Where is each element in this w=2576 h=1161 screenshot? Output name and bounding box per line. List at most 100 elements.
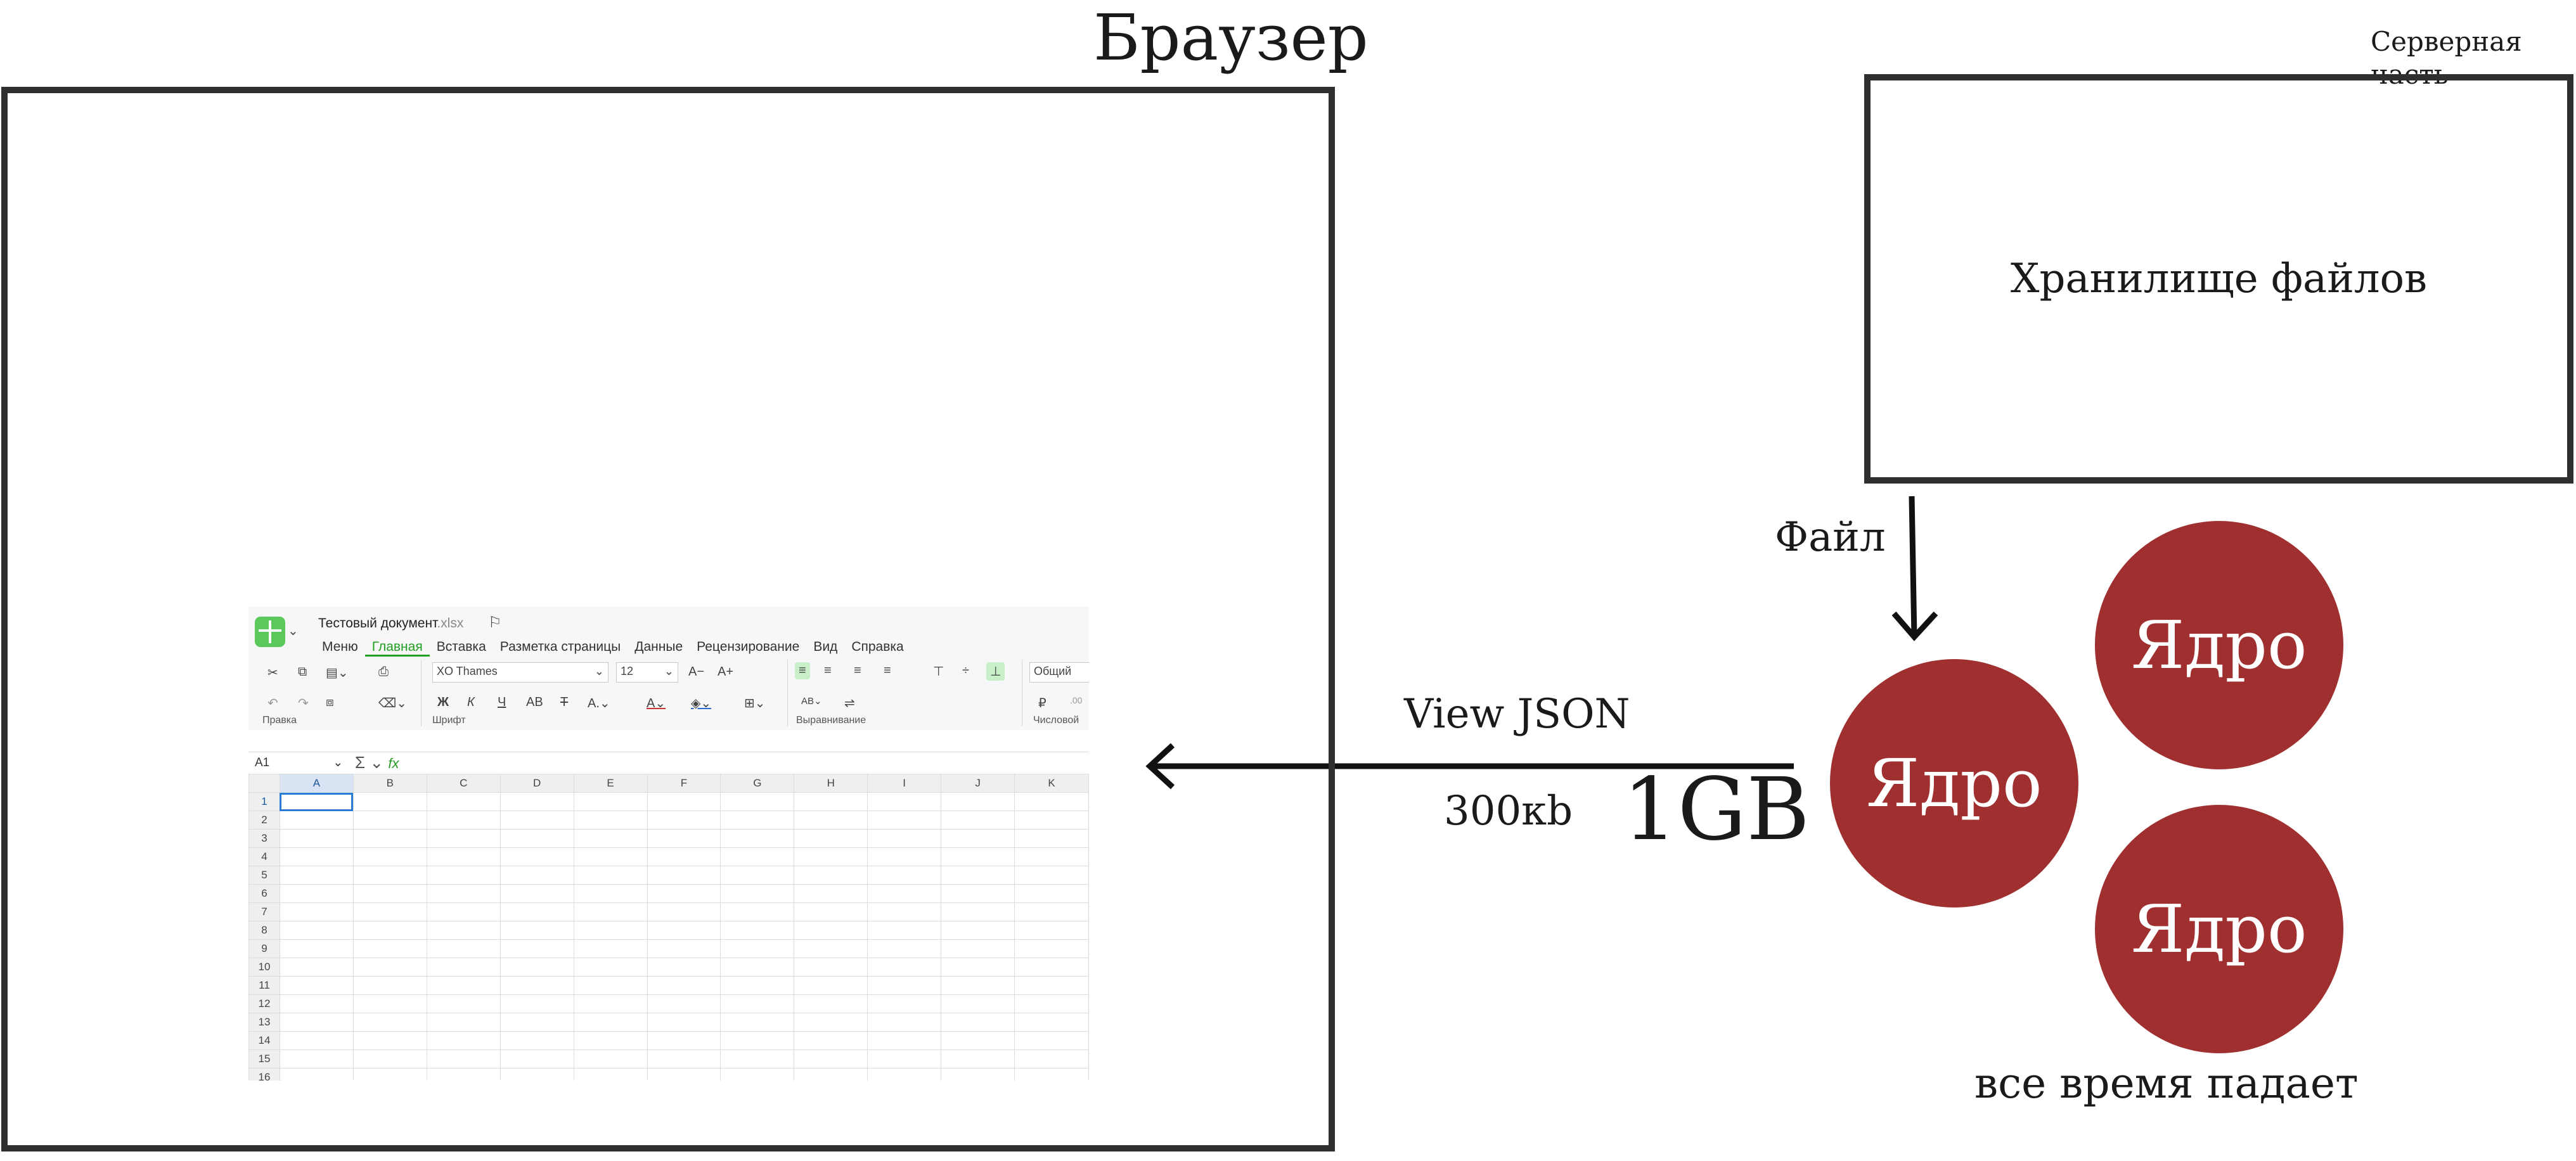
grid-cell[interactable] bbox=[720, 1068, 795, 1081]
decimal-icon[interactable]: .00 bbox=[1070, 695, 1083, 705]
menu-item-menu[interactable]: Меню bbox=[322, 639, 358, 654]
currency-icon[interactable]: ₽ bbox=[1038, 696, 1046, 710]
grid-cell[interactable] bbox=[647, 847, 721, 866]
grid-cell[interactable] bbox=[499, 994, 574, 1013]
font-size-select[interactable]: 12⌄ bbox=[616, 662, 678, 683]
grid-cell[interactable] bbox=[499, 829, 574, 848]
row-header[interactable]: 13 bbox=[248, 1013, 280, 1032]
grid-cell[interactable] bbox=[426, 1049, 501, 1068]
grid-cell[interactable] bbox=[279, 1049, 354, 1068]
grid-cell[interactable] bbox=[720, 884, 795, 903]
grid-cell[interactable] bbox=[867, 1049, 942, 1068]
grid-cell[interactable] bbox=[499, 866, 574, 885]
font-color-icon[interactable]: A⌄ bbox=[647, 696, 666, 710]
grid-cell[interactable] bbox=[1014, 976, 1089, 995]
grid-cell[interactable] bbox=[941, 792, 1015, 811]
grid-cell[interactable] bbox=[426, 902, 501, 921]
grid-cell[interactable] bbox=[941, 1013, 1015, 1032]
grid-cell[interactable] bbox=[720, 866, 795, 885]
grid-cell[interactable] bbox=[352, 811, 427, 830]
column-header[interactable]: K bbox=[1014, 774, 1089, 793]
grid-cell[interactable] bbox=[720, 976, 795, 995]
row-header[interactable]: 10 bbox=[248, 958, 280, 977]
grid-cell[interactable] bbox=[867, 958, 942, 977]
grid-cell[interactable] bbox=[941, 994, 1015, 1013]
align-justify-icon[interactable]: ≡ bbox=[884, 664, 891, 677]
grid-cell[interactable] bbox=[720, 939, 795, 958]
grid-cell[interactable] bbox=[647, 884, 721, 903]
grid-cell[interactable] bbox=[794, 976, 868, 995]
grid-cell[interactable] bbox=[720, 811, 795, 830]
grid-cell[interactable] bbox=[573, 902, 648, 921]
grid-cell[interactable] bbox=[426, 939, 501, 958]
grid-cell[interactable] bbox=[279, 847, 354, 866]
grid-cell[interactable] bbox=[279, 866, 354, 885]
grid-cell[interactable] bbox=[720, 1013, 795, 1032]
grid-cell[interactable] bbox=[352, 1049, 427, 1068]
grid-cell[interactable] bbox=[720, 994, 795, 1013]
grid-cell[interactable] bbox=[279, 1068, 354, 1081]
grid-cell[interactable] bbox=[573, 1049, 648, 1068]
grid-cell[interactable] bbox=[279, 884, 354, 903]
grid-cell[interactable] bbox=[867, 976, 942, 995]
grid-cell[interactable] bbox=[720, 902, 795, 921]
grid-cell[interactable] bbox=[352, 1013, 427, 1032]
grid-cell[interactable] bbox=[426, 1031, 501, 1050]
grid-cell[interactable] bbox=[352, 976, 427, 995]
grid-cell[interactable] bbox=[941, 829, 1015, 848]
grid-cell[interactable] bbox=[573, 884, 648, 903]
grid-cell[interactable] bbox=[279, 994, 354, 1013]
grid-cell[interactable] bbox=[352, 902, 427, 921]
grid-cell[interactable] bbox=[499, 811, 574, 830]
paste-icon[interactable]: ▤⌄ bbox=[326, 666, 349, 680]
grid-cell[interactable] bbox=[867, 1031, 942, 1050]
superscript-icon[interactable]: AB bbox=[526, 695, 543, 709]
grid-cell[interactable] bbox=[573, 994, 648, 1013]
text-effects-icon[interactable]: A.⌄ bbox=[588, 696, 610, 710]
grid-cell[interactable] bbox=[499, 847, 574, 866]
grid-cell[interactable] bbox=[720, 921, 795, 940]
align-left-icon[interactable]: ≡ bbox=[795, 662, 810, 679]
grid-cell[interactable] bbox=[720, 847, 795, 866]
grid-cell[interactable] bbox=[573, 1031, 648, 1050]
grid-cell[interactable] bbox=[794, 884, 868, 903]
grid-cell[interactable] bbox=[499, 884, 574, 903]
grid-cell[interactable] bbox=[573, 921, 648, 940]
grid-cell[interactable] bbox=[647, 811, 721, 830]
grid-cell[interactable] bbox=[426, 811, 501, 830]
grid-cell[interactable] bbox=[426, 829, 501, 848]
grid-cell[interactable] bbox=[794, 811, 868, 830]
grid-cell[interactable] bbox=[573, 1068, 648, 1081]
grid-cell[interactable] bbox=[647, 976, 721, 995]
scissors-icon[interactable]: ✂ bbox=[267, 666, 278, 680]
column-header[interactable]: I bbox=[867, 774, 942, 793]
grid-cell[interactable] bbox=[279, 829, 354, 848]
grid-cell[interactable] bbox=[426, 884, 501, 903]
grid-cell[interactable] bbox=[352, 958, 427, 977]
redo-icon[interactable]: ↷ bbox=[298, 696, 309, 710]
column-header[interactable]: F bbox=[647, 774, 721, 793]
grid-cell[interactable] bbox=[794, 1013, 868, 1032]
menu-item-insert[interactable]: Вставка bbox=[436, 639, 486, 654]
grid-cell[interactable] bbox=[499, 958, 574, 977]
grid-cell[interactable] bbox=[1014, 921, 1089, 940]
underline-icon[interactable]: Ч bbox=[498, 695, 506, 709]
column-header[interactable]: A bbox=[279, 774, 354, 793]
grid-cell[interactable] bbox=[647, 921, 721, 940]
grid-cell[interactable] bbox=[1014, 1031, 1089, 1050]
grid-cell[interactable] bbox=[794, 902, 868, 921]
grid-cell[interactable] bbox=[794, 847, 868, 866]
grid-cell[interactable] bbox=[867, 811, 942, 830]
grid-cell[interactable] bbox=[794, 829, 868, 848]
grid-cell[interactable] bbox=[279, 958, 354, 977]
grid-cell[interactable] bbox=[867, 1013, 942, 1032]
function-icon[interactable]: fx bbox=[388, 755, 399, 771]
grid-cell[interactable] bbox=[352, 1031, 427, 1050]
menu-item-data[interactable]: Данные bbox=[634, 639, 683, 654]
grid-cell[interactable] bbox=[647, 994, 721, 1013]
grid-cell[interactable] bbox=[794, 939, 868, 958]
grid-cell[interactable] bbox=[941, 939, 1015, 958]
grid-cell[interactable] bbox=[573, 829, 648, 848]
grid-cell[interactable] bbox=[352, 866, 427, 885]
grid-cell[interactable] bbox=[941, 847, 1015, 866]
